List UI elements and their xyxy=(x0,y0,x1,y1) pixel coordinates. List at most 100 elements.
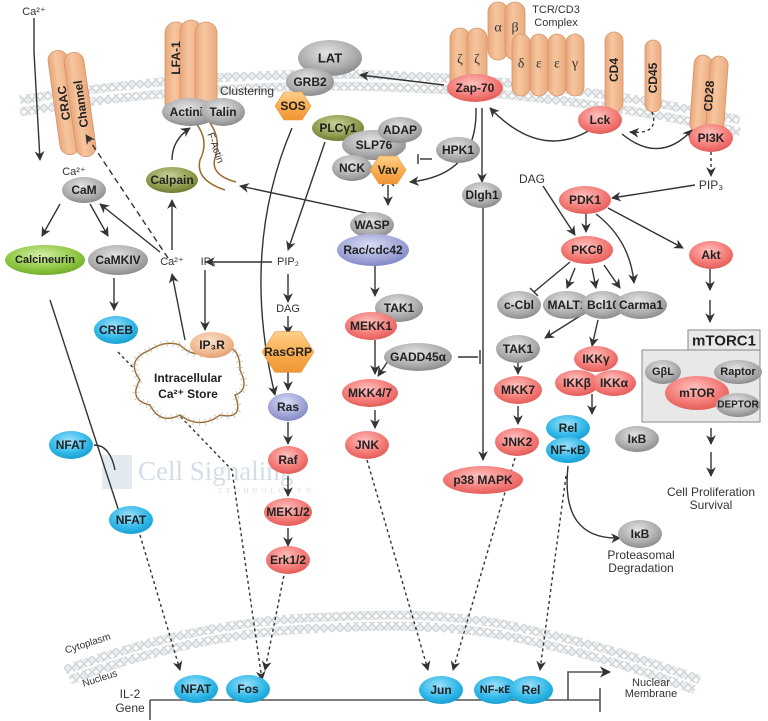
node-ikkg[interactable]: IKKγ xyxy=(574,346,618,372)
node-lat[interactable]: LAT xyxy=(298,40,362,76)
node-shape xyxy=(109,506,153,534)
node-label: Rel xyxy=(559,421,578,435)
node-label: Rel xyxy=(522,683,541,697)
zeta-2-label: ζ xyxy=(474,53,480,68)
node-plcg1[interactable]: PLCγ1 xyxy=(312,115,364,141)
node-calcineurin[interactable]: Calcineurin xyxy=(5,245,85,275)
node-jun-n[interactable]: Jun xyxy=(419,676,463,704)
node-label: GADD45α xyxy=(390,350,447,364)
node-bcl10[interactable]: Bcl10 xyxy=(581,291,625,319)
node-carma1[interactable]: Carma1 xyxy=(615,291,667,319)
node-pkct[interactable]: PKCθ xyxy=(561,236,613,264)
node-wasp[interactable]: WASP xyxy=(350,212,394,238)
node-ikb[interactable]: IκB xyxy=(615,426,659,452)
edge-zap70-lat xyxy=(359,71,445,86)
ip3-label: IP₃ xyxy=(201,256,216,268)
cd28-label: CD28 xyxy=(701,80,717,112)
node-talin[interactable]: Talin xyxy=(201,98,245,126)
node-label: ADAP xyxy=(383,123,417,137)
node-raptor[interactable]: Raptor xyxy=(714,360,762,384)
node-camkiv[interactable]: CaMKIV xyxy=(88,245,148,275)
node-erk12[interactable]: Erk1/2 xyxy=(266,546,310,574)
node-zap70[interactable]: Zap-70 xyxy=(447,74,503,102)
node-shape xyxy=(5,245,85,275)
node-shape xyxy=(546,437,590,463)
node-jnk[interactable]: JNK xyxy=(345,431,389,459)
edge-pdk1-akt xyxy=(607,207,684,249)
node-tak1-b[interactable]: TAK1 xyxy=(496,335,540,363)
dag-left-label: DAG xyxy=(276,303,300,315)
node-ikka[interactable]: IKKα xyxy=(592,370,636,396)
cell-proliferation-label: Cell Proliferation xyxy=(667,485,755,499)
node-shape xyxy=(555,370,599,396)
channel-label: Channel xyxy=(71,80,91,129)
f-actin xyxy=(194,119,237,191)
node-mekk1[interactable]: MEKK1 xyxy=(345,312,397,340)
node-nck[interactable]: NCK xyxy=(332,155,372,181)
node-ip3r[interactable]: IP₃R xyxy=(190,332,234,358)
node-jnk2[interactable]: JNK2 xyxy=(495,428,539,456)
node-label: MKK7 xyxy=(501,383,535,397)
node-mkk47[interactable]: MKK4/7 xyxy=(342,379,398,407)
node-malt1[interactable]: MALT1 xyxy=(543,291,591,319)
node-grb2[interactable]: GRB2 xyxy=(286,68,334,96)
node-pdk1[interactable]: PDK1 xyxy=(559,186,611,214)
crac-channel-right xyxy=(63,52,97,157)
nuclear-label: Nuclear xyxy=(632,677,670,689)
node-ikkb[interactable]: IKKβ xyxy=(555,370,599,396)
node-ras[interactable]: Ras xyxy=(268,393,308,421)
edge-lck-pi3k xyxy=(621,129,693,150)
node-nfat-b[interactable]: NFAT xyxy=(109,506,153,534)
node-rel[interactable]: Rel xyxy=(546,415,590,441)
node-label: LAT xyxy=(318,51,342,66)
clustering-label: Clustering xyxy=(220,84,274,98)
cd4-label: CD4 xyxy=(607,58,621,82)
node-vav[interactable]: Vav xyxy=(369,155,407,185)
node-hpk1[interactable]: HPK1 xyxy=(436,137,480,163)
zeta-1-label: ζ xyxy=(457,53,463,68)
node-label: WASP xyxy=(354,218,389,232)
node-creb[interactable]: CREB xyxy=(94,316,138,344)
edge-calpain-actinin xyxy=(171,127,191,161)
node-nfkb[interactable]: NF-κB xyxy=(546,437,590,463)
node-rac[interactable]: Rac/cdc42 xyxy=(337,234,409,266)
node-ccbl[interactable]: c-Cbl xyxy=(497,291,541,319)
node-shape xyxy=(332,155,372,181)
node-calpain[interactable]: Calpain xyxy=(146,167,198,193)
watermark: Cell Signaling TECHNOLOGY® xyxy=(102,455,311,495)
node-dlgh1[interactable]: Dlgh1 xyxy=(462,182,502,208)
node-nfat-a[interactable]: NFAT xyxy=(49,431,93,459)
node-label: IκB xyxy=(631,527,650,541)
node-label: RasGRP xyxy=(264,345,312,359)
node-shape xyxy=(436,137,480,163)
edge-jnk2-jun xyxy=(450,457,516,671)
node-nfat-n[interactable]: NFAT xyxy=(174,675,218,703)
node-sos[interactable]: SOS xyxy=(274,91,312,121)
node-nfkb-n[interactable]: NF-κB xyxy=(474,676,518,704)
node-label: MALT1 xyxy=(547,298,586,312)
node-label: Calcineurin xyxy=(15,254,75,266)
node-rasgrp[interactable]: RasGRP xyxy=(261,331,315,373)
node-akt[interactable]: Akt xyxy=(689,241,733,269)
node-cam[interactable]: CaM xyxy=(62,177,106,203)
node-pi3k[interactable]: PI3K xyxy=(689,124,733,152)
node-mek12[interactable]: MEK1/2 xyxy=(264,498,312,526)
node-deptor[interactable]: DEPTOR xyxy=(716,393,760,417)
node-mtor[interactable]: mTOR xyxy=(665,376,729,410)
node-shape xyxy=(342,379,398,407)
node-ikb-deg[interactable]: IκB xyxy=(618,520,662,548)
node-mkk7[interactable]: MKK7 xyxy=(494,376,542,404)
node-shape xyxy=(665,376,729,410)
node-rel-n[interactable]: Rel xyxy=(509,676,553,704)
node-p38[interactable]: p38 MAPK xyxy=(443,466,523,494)
dag-right-label: DAG xyxy=(519,172,545,186)
node-adap[interactable]: ADAP xyxy=(378,117,422,143)
node-lck[interactable]: Lck xyxy=(578,106,622,134)
edge-ca-cam xyxy=(99,203,161,253)
node-fos-n[interactable]: Fos xyxy=(226,675,270,703)
node-raf[interactable]: Raf xyxy=(268,446,308,474)
node-shape xyxy=(274,91,312,121)
survival-label: Survival xyxy=(690,498,733,512)
node-gadd45a[interactable]: GADD45α xyxy=(384,343,452,371)
node-gbl[interactable]: GβL xyxy=(645,360,681,384)
